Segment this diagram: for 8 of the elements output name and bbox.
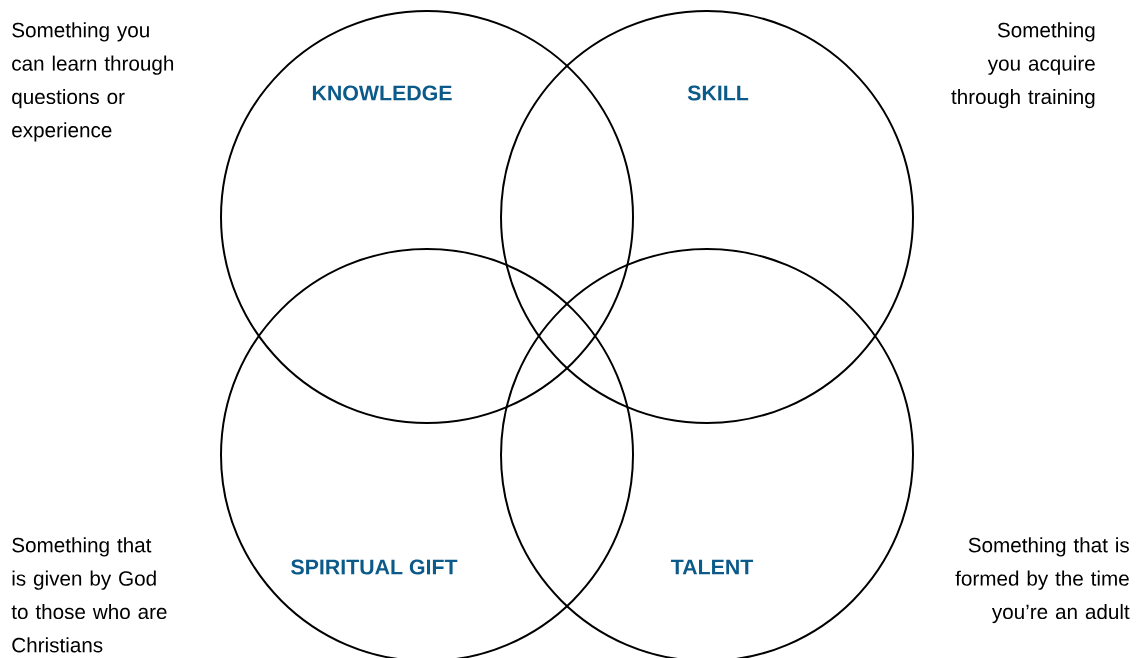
description-text: Something that is formed by the time you’re an adult: [955, 537, 1130, 624]
circle-label: TALENT: [670, 559, 754, 575]
circle-label: KNOWLEDGE: [312, 85, 452, 101]
circle-label: SPIRITUAL GIFT: [291, 559, 458, 575]
circle-label: SKILL: [687, 85, 749, 101]
description-text: Something you acquire through training: [951, 22, 1095, 109]
description-text: Something you can learn through questions or experience: [12, 22, 174, 142]
description-text: Something that is given by God to those who are Christians: [11, 537, 167, 653]
